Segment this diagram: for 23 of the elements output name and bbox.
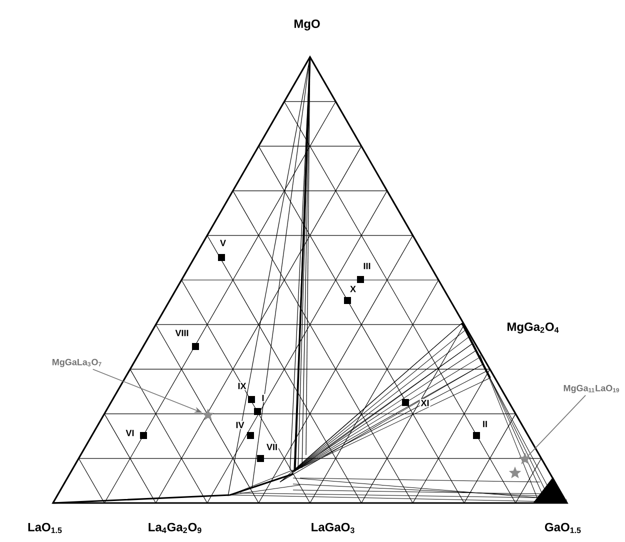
star-marker [202,408,214,420]
compound-label: LaGaO$_{3}$ [310,522,356,534]
sample-label: IX [236,382,248,390]
phase-label: MgGaLa$_{3}$O$_{7}$ [52,358,102,368]
sample-label: VI [124,428,136,438]
compound-label: La$_{4}$Ga$_{2}$O$_{9}$ [146,522,204,534]
sample-label: VIII [174,328,190,338]
sample-label: IV [234,420,246,430]
star-marker [508,466,522,478]
sample-label: XI [420,398,430,408]
sample-label: V [219,238,227,248]
leader-line [526,394,586,457]
compound-label: MgO [292,18,322,32]
compound-label: LaO$_{1.5}$ [26,522,64,534]
star-marker [518,452,532,464]
sample-label: III [362,262,372,270]
compound-label: GaO$_{1.5}$ [544,522,582,534]
compound-label: MgGa$_{2}$O$_{4}$ [506,322,560,334]
sample-label: VII [266,442,278,452]
sample-label: II [482,420,488,428]
sample-label: X [349,284,357,294]
phase-label: MgGa$_{11}$LaO$_{19}$ [564,384,620,394]
sample-label: I [260,394,266,402]
